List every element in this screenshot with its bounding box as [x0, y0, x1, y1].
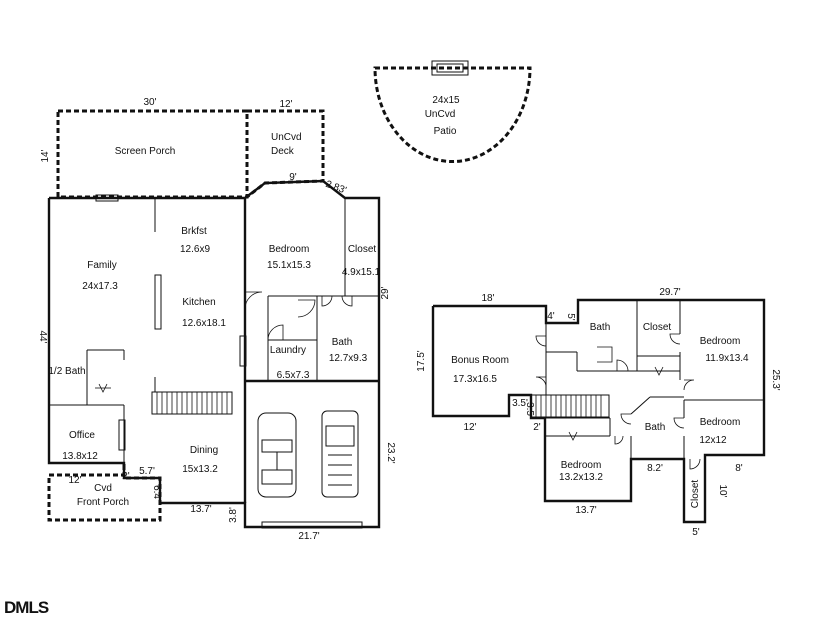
dim-21-7: 21.7'	[298, 531, 319, 542]
label-screen-porch: Screen Porch	[115, 146, 176, 157]
dim-5-closet: 5'	[692, 527, 700, 538]
dim-8-2: 8.2'	[647, 463, 663, 474]
label-deck-2: Deck	[271, 146, 295, 157]
dim-17-5: 17.5'	[416, 350, 427, 371]
dim-13-7: 13.7'	[190, 504, 211, 515]
garage-door	[261, 521, 363, 529]
label-deck-1: UnCvd	[271, 132, 302, 143]
second-floor-stairs	[530, 394, 610, 418]
car-left	[257, 412, 297, 498]
dim-3-5a: 3.5'	[512, 398, 528, 409]
dim-18: 18'	[481, 293, 494, 304]
dim-5-7: 5.7'	[139, 466, 155, 477]
dim-2-up: 2'	[533, 422, 541, 433]
dim-14: 14'	[40, 149, 51, 162]
dim-23-2: 23.2'	[385, 442, 396, 463]
kitchen-island	[154, 274, 162, 330]
dim-9: 9'	[289, 172, 297, 183]
dim-2: 2'	[122, 471, 130, 482]
label-laundry-size: 6.5x7.3	[277, 370, 310, 381]
label-kitchen: Kitchen	[182, 297, 215, 308]
dim-5: 5'	[565, 313, 576, 321]
car-right	[321, 410, 359, 498]
dim-12-porch: 12'	[68, 475, 81, 486]
label-bedroom-size: 15.1x15.3	[267, 260, 311, 271]
label-bath-top: Bath	[590, 322, 611, 333]
dim-29-7: 29.7'	[659, 287, 680, 298]
dim-3-5b: 3.5'	[524, 402, 535, 418]
dim-12-bonus: 12'	[463, 422, 476, 433]
label-brkfst: Brkfst	[181, 226, 207, 237]
label-kitchen-size: 12.6x18.1	[182, 318, 226, 329]
second-floor: Bonus Room 17.3x16.5 Bath Closet Bedroom…	[416, 287, 781, 538]
first-floor-stairs	[151, 391, 233, 415]
dim-13-7-up: 13.7'	[575, 505, 596, 516]
label-bedroom-r2-size: 12x12	[699, 435, 727, 446]
dim-3-8: 3.8'	[228, 507, 239, 523]
label-bedroom: Bedroom	[269, 244, 310, 255]
label-bonus: Bonus Room	[451, 355, 509, 366]
label-closet-b: Closet	[690, 480, 701, 509]
label-bedroom-r-size: 11.9x13.4	[705, 353, 749, 364]
dim-29: 29'	[380, 286, 391, 299]
label-office-size: 13.8x12	[62, 451, 98, 462]
label-bedroom-r2: Bedroom	[700, 417, 741, 428]
label-bath-size: 12.7x9.3	[329, 353, 368, 364]
label-family-size: 24x17.3	[82, 281, 118, 292]
label-bath-mid: Bath	[645, 422, 666, 433]
second-floor-exterior	[431, 298, 766, 524]
dim-6-4: 6.4'	[151, 485, 162, 501]
label-bedroom-r: Bedroom	[700, 336, 741, 347]
label-patio-2: Patio	[434, 126, 457, 137]
dim-30: 30'	[143, 97, 156, 108]
dmls-logo: DMLS	[4, 598, 49, 617]
label-dining-size: 15x13.2	[182, 464, 218, 475]
label-dining: Dining	[190, 445, 218, 456]
label-patio-1: UnCvd	[425, 109, 456, 120]
label-brkfst-size: 12.6x9	[180, 244, 210, 255]
label-half-bath: 1/2 Bath	[48, 366, 85, 377]
label-family: Family	[87, 260, 116, 271]
label-bath: Bath	[332, 337, 353, 348]
patio-outline	[373, 66, 532, 164]
first-floor: Screen Porch UnCvd Deck 24x15 UnCvd Pati…	[37, 60, 532, 542]
label-bonus-size: 17.3x16.5	[453, 374, 497, 385]
dim-4: 4'	[547, 311, 555, 322]
patio-door	[431, 60, 469, 76]
dim-8: 8'	[735, 463, 743, 474]
label-closet-top: Closet	[643, 322, 672, 333]
label-office: Office	[69, 430, 95, 441]
dim-2-83: 2.83'	[324, 179, 348, 197]
label-laundry: Laundry	[270, 345, 306, 356]
label-front-porch-1: Cvd	[94, 483, 112, 494]
label-bedroom-b-size: 13.2x13.2	[559, 472, 603, 483]
label-patio-size: 24x15	[432, 95, 460, 106]
front-porch-outline	[47, 463, 162, 522]
dim-44: 44'	[37, 330, 48, 343]
label-closet: Closet	[348, 244, 377, 255]
label-closet-size: 4.9x15.1	[342, 267, 381, 278]
dim-12: 12'	[279, 99, 292, 110]
label-front-porch-2: Front Porch	[77, 497, 129, 508]
label-bedroom-b: Bedroom	[561, 460, 602, 471]
dim-10: 10'	[717, 484, 728, 497]
dim-25-3: 25.3'	[770, 369, 781, 390]
